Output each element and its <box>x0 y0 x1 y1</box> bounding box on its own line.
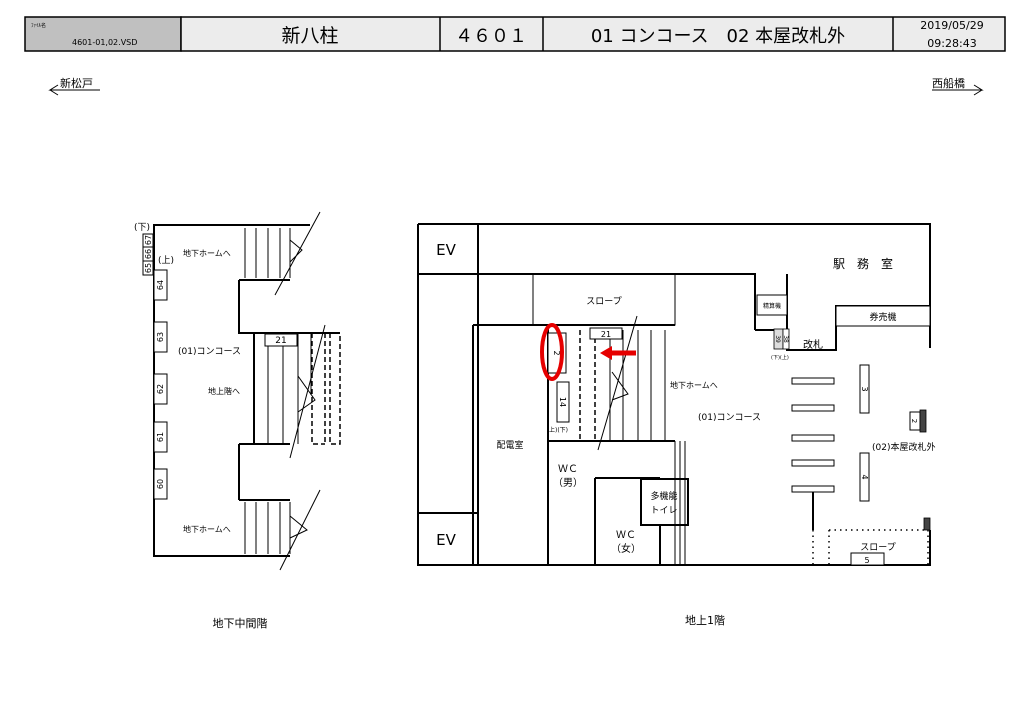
highlight-arrowhead <box>600 346 612 360</box>
stair-middle: 21 <box>264 324 341 459</box>
to-platform-top-label: 地下ホームへ <box>183 248 231 258</box>
machine-38: 38 <box>782 335 789 343</box>
print-date: 2019/05/29 <box>920 19 983 32</box>
machine-3: 3 <box>860 386 869 391</box>
concourse-label-right: (01)コンコース <box>698 413 761 423</box>
machine-39: 39 <box>774 335 781 343</box>
electric-room-label: 配電室 <box>496 439 523 451</box>
gate-label: 改札 <box>803 338 823 351</box>
ground-floor-plan: 精算機 券売機 駅 務 室 EV EV スロープ 配電室 ＷＣ （男） ＷＣ （… <box>417 223 935 627</box>
concourse-label-left: (01)コンコース <box>178 347 241 357</box>
to-platform-label-right: 地下ホームへ <box>670 380 718 390</box>
machine-4: 4 <box>860 474 869 479</box>
slope-number: 5 <box>864 556 869 565</box>
stair-number-right: 21 <box>601 330 611 339</box>
wc-men-label-2: （男） <box>553 477 583 489</box>
stair-bottom <box>244 489 321 571</box>
wc-women-label-2: （女） <box>611 542 641 555</box>
direction-right-label: 西船橋 <box>932 76 965 90</box>
stair-number-left: 21 <box>275 336 286 346</box>
stair-top <box>244 211 321 296</box>
to-ground-label: 地上階へ <box>208 386 240 396</box>
file-name: 4601-01,02.VSD <box>72 38 137 47</box>
wc-women-label-1: ＷＣ <box>616 530 636 541</box>
machine-66: 66 <box>144 249 153 259</box>
to-platform-bottom-label: 地下ホームへ <box>183 524 231 534</box>
ev-top-label: EV <box>436 241 456 259</box>
direction-left-label: 新松戸 <box>60 76 93 90</box>
wc-men-label-1: ＷＣ <box>558 464 578 475</box>
up-label: (上) <box>158 255 174 266</box>
underground-mezzanine-plan: 21 (下) (上) 67 66 65 64 63 62 61 60 地下ホーム… <box>134 211 341 630</box>
fare-adjust-label: 精算機 <box>763 302 781 310</box>
station-office-label: 駅 務 室 <box>833 256 893 271</box>
down-label: (下) <box>134 223 150 233</box>
multi-toilet-label-2: トイレ <box>650 506 677 516</box>
machine-63: 63 <box>156 332 165 342</box>
ticket-gates <box>791 377 835 565</box>
machine-65: 65 <box>144 263 153 273</box>
station-code: ４６０１ <box>455 26 527 47</box>
ev-bottom-label: EV <box>436 531 456 549</box>
machine-61: 61 <box>156 432 165 442</box>
multi-toilet-label-1: 多機能 <box>650 490 677 502</box>
machine-14: 14 <box>558 397 567 407</box>
ticket-machines-left: 67 66 65 64 63 62 61 60 <box>142 233 168 500</box>
slope-bottom-label: スロープ <box>860 542 895 553</box>
outside-gate-label: (02)本屋改札外 <box>872 441 935 453</box>
updown-gate-label: (下)(上) <box>771 354 789 361</box>
file-label: ﾌｧｲﾙ名 <box>31 22 46 29</box>
ticket-machines-label: 券売機 <box>869 311 896 323</box>
station-name: 新八柱 <box>281 25 338 47</box>
slope-top-label: スロープ <box>586 296 621 307</box>
machine-2-outside: 2 <box>910 419 918 423</box>
machine-67: 67 <box>144 235 153 245</box>
print-time: 09:28:43 <box>927 37 976 50</box>
machine-62: 62 <box>156 384 165 394</box>
machine-2-stair: 2 <box>552 350 561 355</box>
left-plan-title: 地下中間階 <box>213 616 268 630</box>
right-plan-title: 地上1階 <box>685 613 725 627</box>
area-names: 01 コンコース 02 本屋改札外 <box>591 26 845 47</box>
highlight-circle <box>540 323 564 381</box>
direction-left: 新松戸 <box>48 76 100 96</box>
machine-64: 64 <box>156 280 165 290</box>
machine-60: 60 <box>156 479 165 489</box>
updown-label: 上)(下) <box>549 426 568 434</box>
direction-right: 西船橋 <box>932 76 984 96</box>
header-bar: ﾌｧｲﾙ名 4601-01,02.VSD 新八柱 ４６０１ 01 コンコース 0… <box>24 16 1006 52</box>
stair-right: 21 2 14 上)(下) <box>540 315 666 451</box>
